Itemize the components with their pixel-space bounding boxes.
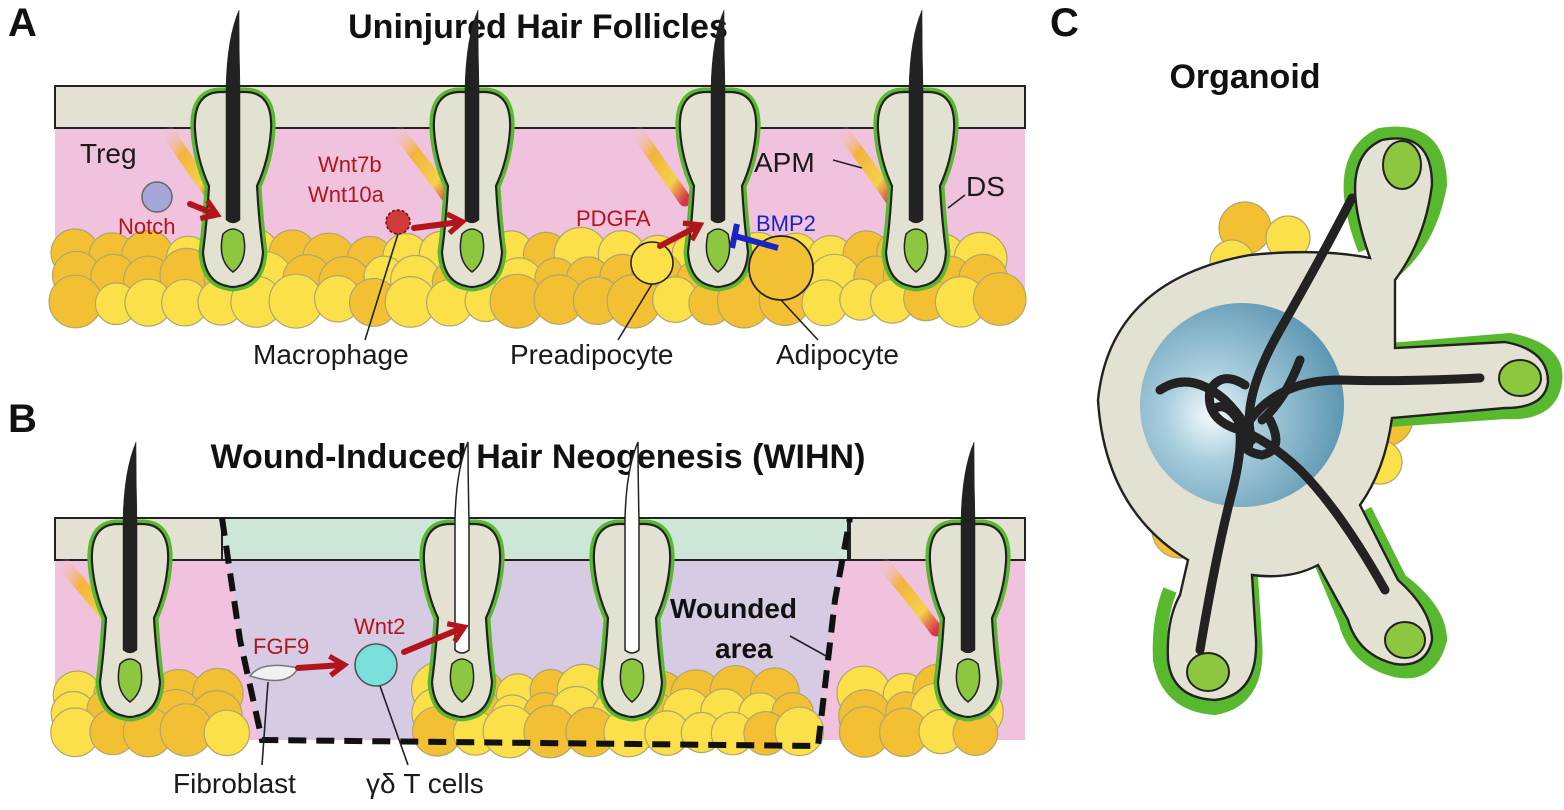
panel-c: C Organoid (1050, 1, 1563, 715)
fibroblast-pointer (261, 681, 269, 766)
organoid-core (1140, 303, 1344, 507)
gd-t-cell (354, 643, 398, 687)
label-fibroblast: Fibroblast (173, 768, 296, 799)
panel-b-letter: B (8, 397, 37, 441)
panel-a: A Uninjured Hair Follicles Treg (8, 1, 1027, 370)
dermal-papilla (220, 228, 246, 273)
panel-c-letter: C (1050, 1, 1079, 45)
bmp2-inhibition (734, 233, 779, 251)
panel-b-title: Wound-Induced Hair Neogenesis (WIHN) (211, 438, 866, 476)
organoid-papilla (1382, 140, 1422, 190)
hair-follicle (873, 9, 959, 292)
label-fgf9: FGF9 (253, 634, 309, 659)
hair-shaft (908, 9, 924, 224)
hair-follicle (675, 9, 761, 292)
label-adipocyte: Adipocyte (776, 339, 899, 370)
treg-cell (141, 181, 173, 213)
label-bmp2: BMP2 (756, 211, 816, 236)
fat-cell (203, 709, 251, 757)
label-preadipocyte: Preadipocyte (510, 339, 673, 370)
dermal-papilla (619, 658, 645, 703)
organoid-sheaths (1152, 126, 1563, 715)
fat-cell (774, 706, 825, 757)
dermal-papilla (117, 658, 143, 703)
hair-follicle (589, 441, 675, 722)
panel-c-title: Organoid (1169, 58, 1320, 96)
panel-a-title: Uninjured Hair Follicles (348, 8, 728, 46)
label-gd-t-cells: γδ T cells (366, 768, 484, 799)
wound-scab (221, 517, 849, 561)
label-wnt2: Wnt2 (354, 614, 405, 639)
label-notch: Notch (118, 214, 175, 239)
hair-shaft (464, 9, 480, 224)
gd-t-cell-pointer (379, 685, 409, 766)
ds-pointer (947, 194, 966, 209)
organoid-papilla (1384, 621, 1426, 659)
organoid-papilla (1498, 359, 1542, 397)
hair-shaft (624, 441, 640, 654)
hair-follicle (429, 9, 515, 292)
panel-a-letter: A (8, 1, 37, 45)
hair-shaft (710, 9, 726, 224)
organoid-hairs (1155, 193, 1485, 655)
label-apm: APM (754, 147, 815, 178)
label-wounded: Wounded (670, 593, 797, 624)
label-wnt7b: Wnt7b (318, 152, 382, 177)
dermal-papilla (955, 658, 981, 703)
hair-shaft (960, 441, 976, 654)
apm-pointer (832, 159, 863, 169)
apm-muscle (873, 553, 943, 637)
hair-follicle (190, 9, 276, 292)
dermal-papilla (705, 228, 731, 273)
preadipocyte-pointer (617, 283, 653, 341)
organoid-papilla (1186, 652, 1230, 692)
fgf9-arrow (295, 653, 350, 678)
hair-follicle (419, 441, 505, 722)
hair-shaft (454, 441, 470, 654)
hair-shaft (122, 441, 138, 654)
panel-b: B Wound-Induced Hair Neogenesis (WIHN) F… (8, 397, 1026, 799)
macrophage-pointer (364, 233, 399, 341)
hair-shaft (225, 9, 241, 224)
hair-follicle (87, 441, 173, 722)
dermal-papilla (459, 228, 485, 273)
fat-cell (48, 274, 103, 329)
label-macrophage: Macrophage (253, 339, 409, 370)
hair-follicle (925, 441, 1011, 722)
wnt-arrow (411, 211, 468, 236)
preadipocyte-cell (630, 241, 674, 285)
fat-cell (972, 272, 1027, 326)
fat-layer-b (50, 663, 1004, 758)
label-wnt10a: Wnt10a (308, 182, 385, 207)
apm-muscle (628, 121, 692, 207)
label-treg: Treg (80, 138, 137, 169)
fat-layer-a (48, 226, 1027, 329)
label-area: area (715, 633, 773, 664)
wounded-pointer (789, 635, 827, 657)
wnt2-arrow (401, 621, 469, 655)
pdgfa-arrow (657, 220, 705, 249)
label-ds: DS (966, 171, 1005, 202)
adipocyte-pointer (780, 299, 819, 341)
dermal-papilla (449, 658, 475, 703)
label-pdgfa: PDGFA (576, 206, 651, 231)
macrophage-cell (385, 209, 411, 235)
follicles-b (87, 441, 1011, 722)
notch-arrow (187, 199, 222, 222)
bmp2-inhibition-bar (729, 223, 740, 249)
dermal-papilla (903, 228, 929, 273)
